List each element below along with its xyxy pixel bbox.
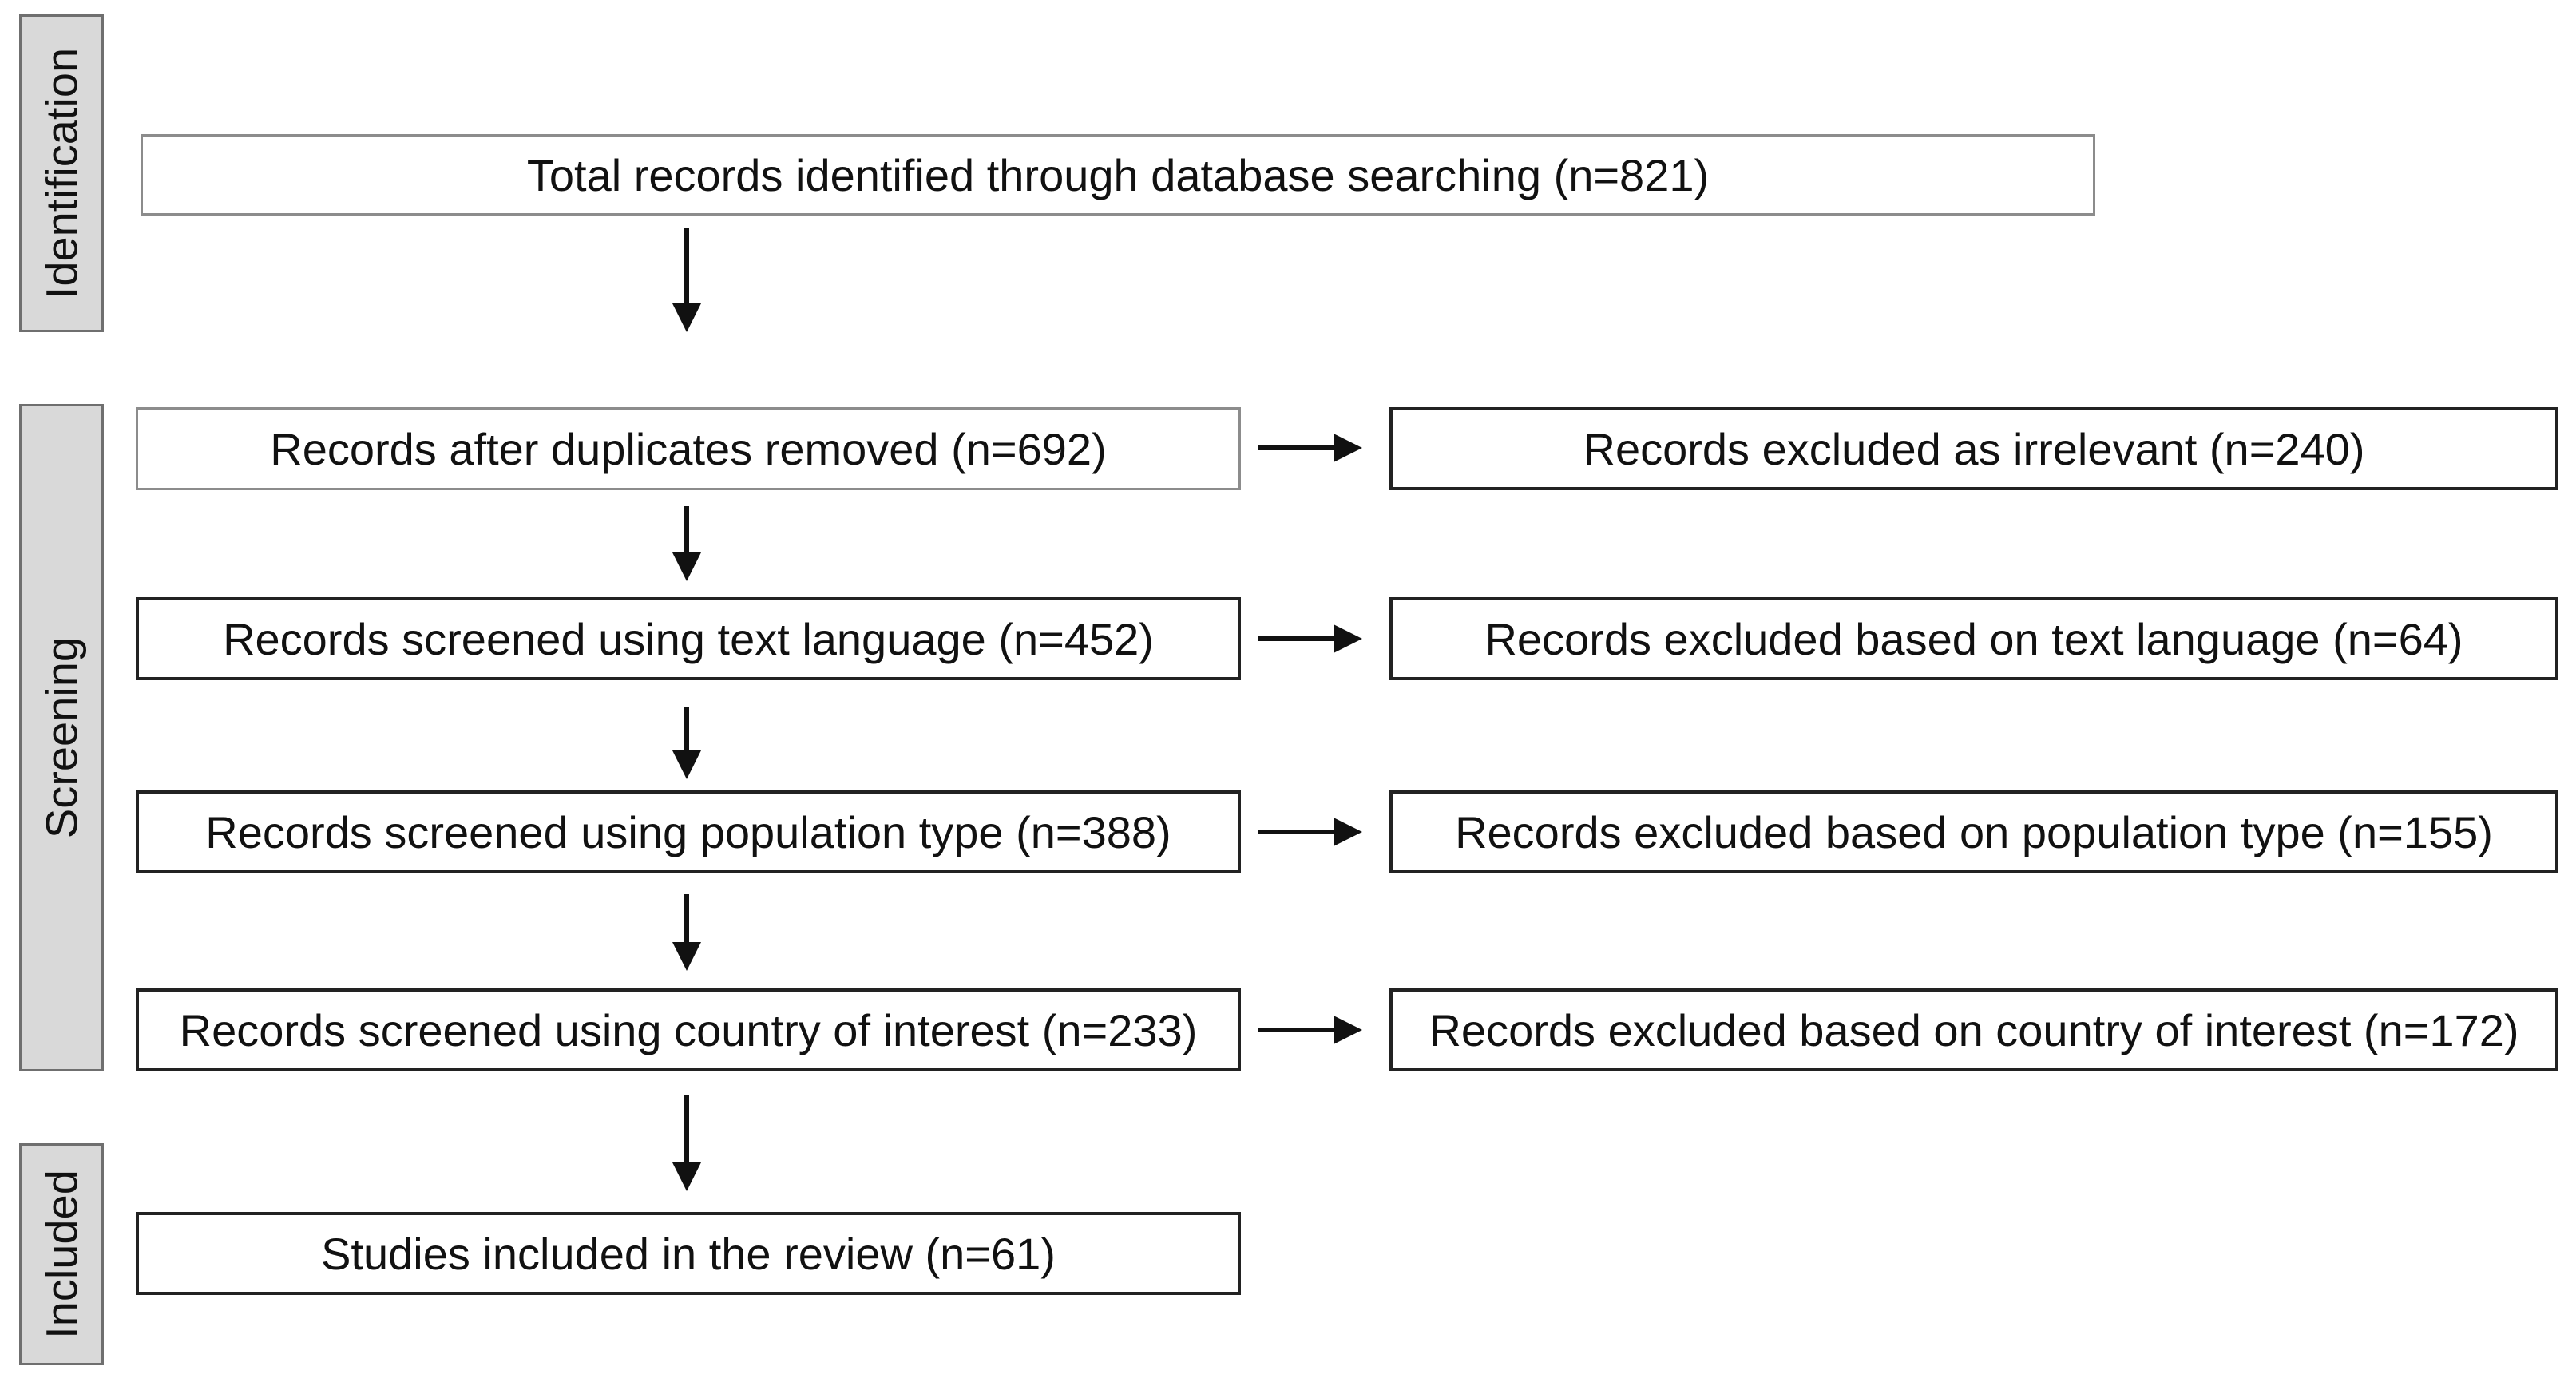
- included-studies-box: Studies included in the review (n=61): [136, 1212, 1241, 1295]
- excluded-irrelevant-box: Records excluded as irrelevant (n=240): [1389, 407, 2558, 490]
- identified-records-text: Total records identified through databas…: [526, 149, 1710, 200]
- screened-population-box: Records screened using population type (…: [136, 790, 1241, 873]
- screened-language-box: Records screened using text language (n=…: [136, 597, 1241, 680]
- excluded-population-text: Records excluded based on population typ…: [1455, 806, 2493, 857]
- after-duplicates-box: Records after duplicates removed (n=692): [136, 407, 1241, 490]
- screened-language-text: Records screened using text language (n=…: [223, 613, 1154, 664]
- stage-label-included: Included: [19, 1143, 104, 1365]
- screened-country-box: Records screened using country of intere…: [136, 988, 1241, 1071]
- screened-country-text: Records screened using country of intere…: [179, 1004, 1198, 1055]
- included-studies-text: Studies included in the review (n=61): [321, 1228, 1056, 1279]
- excluded-language-text: Records excluded based on text language …: [1484, 613, 2463, 664]
- excluded-country-text: Records excluded based on country of int…: [1429, 1004, 2519, 1055]
- after-duplicates-text: Records after duplicates removed (n=692): [270, 423, 1107, 474]
- excluded-language-box: Records excluded based on text language …: [1389, 597, 2558, 680]
- stage-label-identification: Identification: [19, 14, 104, 332]
- stage-label-screening: Screening: [19, 404, 104, 1071]
- identified-records-box: Total records identified through databas…: [141, 134, 2095, 216]
- excluded-population-box: Records excluded based on population typ…: [1389, 790, 2558, 873]
- excluded-irrelevant-text: Records excluded as irrelevant (n=240): [1583, 423, 2365, 474]
- excluded-country-box: Records excluded based on country of int…: [1389, 988, 2558, 1071]
- screened-population-text: Records screened using population type (…: [205, 806, 1171, 857]
